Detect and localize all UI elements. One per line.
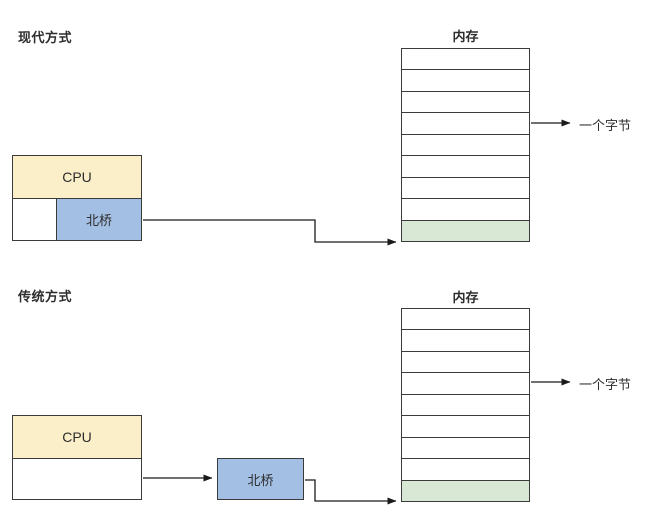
traditional-northbridge-box: 北桥 [217,458,304,500]
memory-row [402,112,529,134]
modern-cpu-lower-row: 北桥 [13,198,141,240]
memory-row [402,436,529,459]
memory-row [402,329,529,351]
modern-cpu-box: CPU [13,156,141,199]
modern-memory-title: 内存 [452,29,479,44]
memory-row-highlighted [402,219,529,241]
modern-cpu-empty-cell [13,198,57,240]
memory-row [402,176,529,199]
memory-row [402,393,529,416]
modern-section-label: 现代方式 [18,30,73,45]
modern-northbridge-box: 北桥 [57,198,141,240]
traditional-northbridge-to-memory-arrow [305,479,397,505]
traditional-memory-title: 内存 [452,290,479,305]
memory-row-highlighted [402,479,529,501]
memory-row [402,133,529,156]
memory-row [402,49,529,70]
memory-row [402,350,529,373]
traditional-byte-label: 一个字节 [579,377,632,392]
memory-row [402,69,529,91]
modern-cpu-block: CPU 北桥 [12,155,142,241]
modern-northbridge-to-memory-arrow [143,219,397,246]
memory-row [402,415,529,437]
memory-row [402,309,529,330]
memory-row [402,90,529,113]
modern-byte-label: 一个字节 [579,118,632,133]
traditional-cpu-block: CPU [12,415,142,500]
modern-memory-stack [401,48,530,242]
memory-row [402,198,529,220]
traditional-section-label: 传统方式 [18,289,73,304]
traditional-memory-stack [401,308,530,502]
traditional-cpu-empty-cell [13,459,141,499]
memory-row [402,155,529,177]
traditional-cpu-box: CPU [13,416,141,459]
memory-row [402,458,529,480]
memory-row [402,372,529,394]
